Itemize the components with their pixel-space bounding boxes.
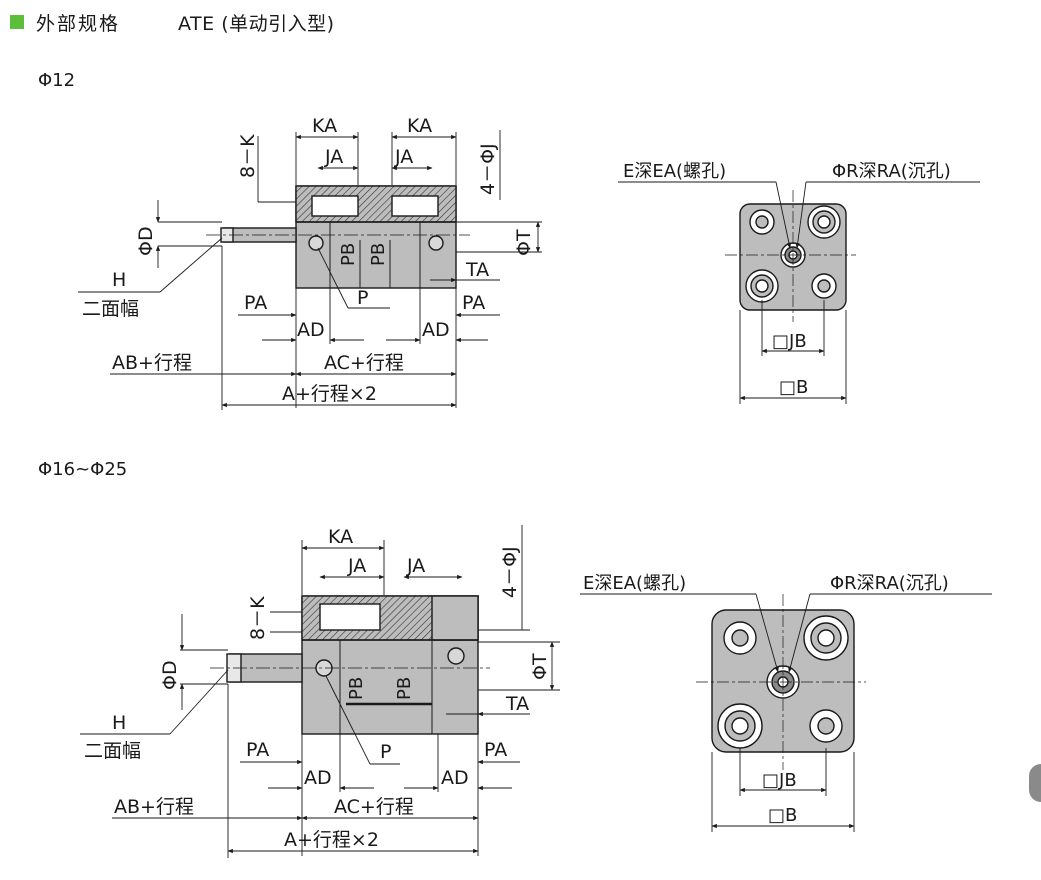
label-b: □B bbox=[768, 805, 797, 826]
label-ja-right: JA bbox=[406, 555, 425, 577]
bore-label-12: Φ12 bbox=[38, 70, 76, 91]
label-ab: AB+行程 bbox=[114, 796, 194, 818]
end-view-16-25-labels: E深EA(螺孔) ΦR深RA(沉孔) □JB □B bbox=[583, 573, 949, 826]
label-t: ΦT bbox=[529, 653, 551, 680]
label-p: P bbox=[357, 287, 368, 309]
label-d: ΦD bbox=[159, 660, 181, 690]
label-e: E深EA(螺孔) bbox=[583, 573, 686, 594]
label-b: □B bbox=[779, 377, 808, 398]
label-ka-left: KA bbox=[312, 115, 337, 137]
label-r: ΦR深RA(沉孔) bbox=[832, 161, 951, 182]
label-ta: TA bbox=[465, 259, 489, 281]
side-view-12 bbox=[78, 130, 542, 410]
label-pa-right: PA bbox=[462, 292, 485, 314]
label-pa-left: PA bbox=[244, 292, 267, 314]
label-pa-right: PA bbox=[484, 739, 507, 761]
page-header: 外部规格 ATE (单动引入型) bbox=[10, 9, 335, 35]
label-two-face: 二面幅 bbox=[84, 740, 141, 762]
label-h: H bbox=[112, 712, 126, 734]
label-ac: AC+行程 bbox=[334, 796, 414, 818]
label-k: 8－K bbox=[237, 134, 259, 178]
label-ja-right: JA bbox=[394, 146, 413, 168]
label-p: P bbox=[380, 741, 391, 763]
side-view-16-25-labels: KA JA JA 8－K 4－ΦJ ΦD ΦT PB PB H 二面幅 PA P… bbox=[84, 526, 551, 851]
label-j: 4－ΦJ bbox=[477, 143, 499, 195]
label-jb: □JB bbox=[762, 770, 797, 791]
label-t: ΦT bbox=[513, 229, 535, 256]
label-ad-left: AD bbox=[297, 319, 325, 341]
label-pb-2: PB bbox=[368, 243, 389, 266]
label-pb-1: PB bbox=[338, 243, 359, 266]
label-a: A+行程×2 bbox=[284, 829, 379, 851]
end-view-12 bbox=[618, 181, 980, 404]
side-view-16-25 bbox=[80, 525, 560, 858]
side-view-12-labels: KA KA JA JA 8－K 4－ΦJ ΦD ΦT PB PB H 二面幅 P… bbox=[82, 115, 535, 405]
label-pb-1: PB bbox=[346, 677, 367, 700]
label-ad-left: AD bbox=[304, 767, 332, 789]
label-ka: KA bbox=[328, 526, 353, 548]
label-j: 4－ΦJ bbox=[499, 546, 521, 598]
label-ta: TA bbox=[505, 693, 529, 715]
label-ka-right: KA bbox=[407, 115, 432, 137]
label-k: 8－K bbox=[247, 596, 269, 640]
label-pb-2: PB bbox=[394, 677, 415, 700]
bore-label-16-25: Φ16~Φ25 bbox=[38, 459, 128, 480]
label-ja-left: JA bbox=[324, 146, 343, 168]
label-ad-right: AD bbox=[441, 767, 469, 789]
label-h: H bbox=[112, 269, 126, 291]
green-square-icon bbox=[10, 15, 24, 29]
label-jb: □JB bbox=[772, 331, 807, 352]
label-r: ΦR深RA(沉孔) bbox=[830, 573, 949, 594]
label-d: ΦD bbox=[135, 226, 157, 256]
model-title: ATE (单动引入型) bbox=[178, 12, 335, 35]
label-ad-right: AD bbox=[422, 319, 450, 341]
end-view-12-labels: E深EA(螺孔) ΦR深RA(沉孔) □JB □B bbox=[623, 161, 951, 398]
section-title: 外部规格 bbox=[36, 12, 121, 35]
label-a: A+行程×2 bbox=[282, 383, 377, 405]
label-pa-left: PA bbox=[246, 739, 269, 761]
label-ab: AB+行程 bbox=[112, 352, 192, 374]
scroll-top-button[interactable] bbox=[1029, 764, 1041, 802]
label-ac: AC+行程 bbox=[324, 352, 404, 374]
label-ja-left: JA bbox=[347, 555, 366, 577]
end-view-16-25 bbox=[580, 593, 992, 832]
label-e: E深EA(螺孔) bbox=[623, 161, 726, 182]
label-two-face: 二面幅 bbox=[82, 298, 139, 320]
